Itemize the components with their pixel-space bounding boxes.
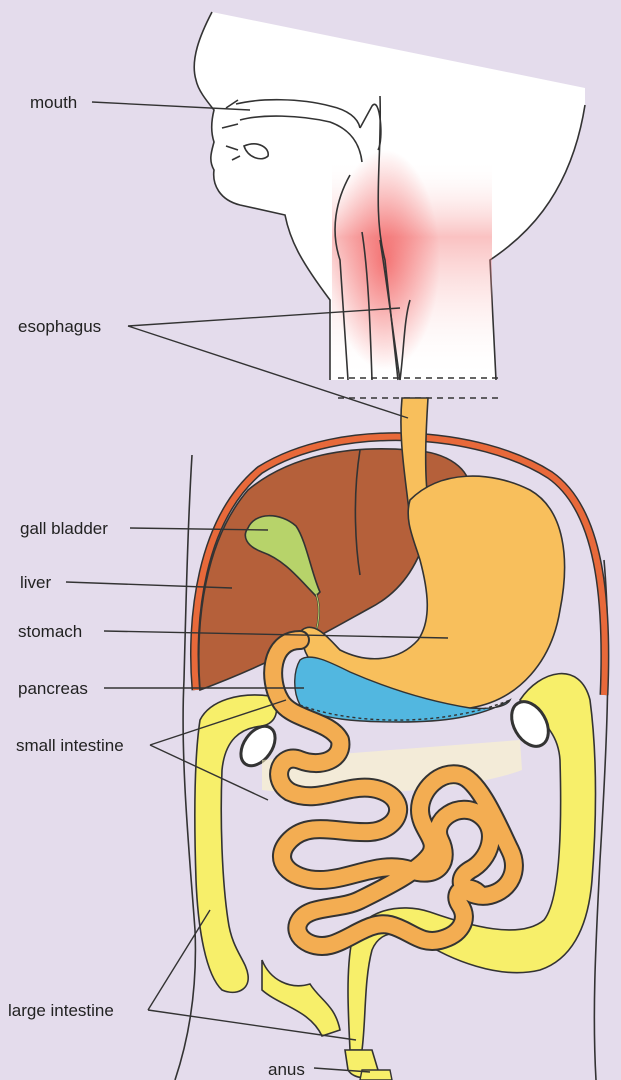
label-stomach: stomach: [18, 622, 82, 641]
label-liver: liver: [20, 573, 52, 592]
label-mouth: mouth: [30, 93, 77, 112]
label-pancreas: pancreas: [18, 679, 88, 698]
label-esophagus: esophagus: [18, 317, 101, 336]
neck-cut-lines: [338, 378, 502, 398]
label-small-intestine: small intestine: [16, 736, 124, 755]
label-anus: anus: [268, 1060, 305, 1079]
label-gall-bladder: gall bladder: [20, 519, 108, 538]
label-large-intestine: large intestine: [8, 1001, 114, 1020]
throat-fade: [332, 160, 492, 380]
